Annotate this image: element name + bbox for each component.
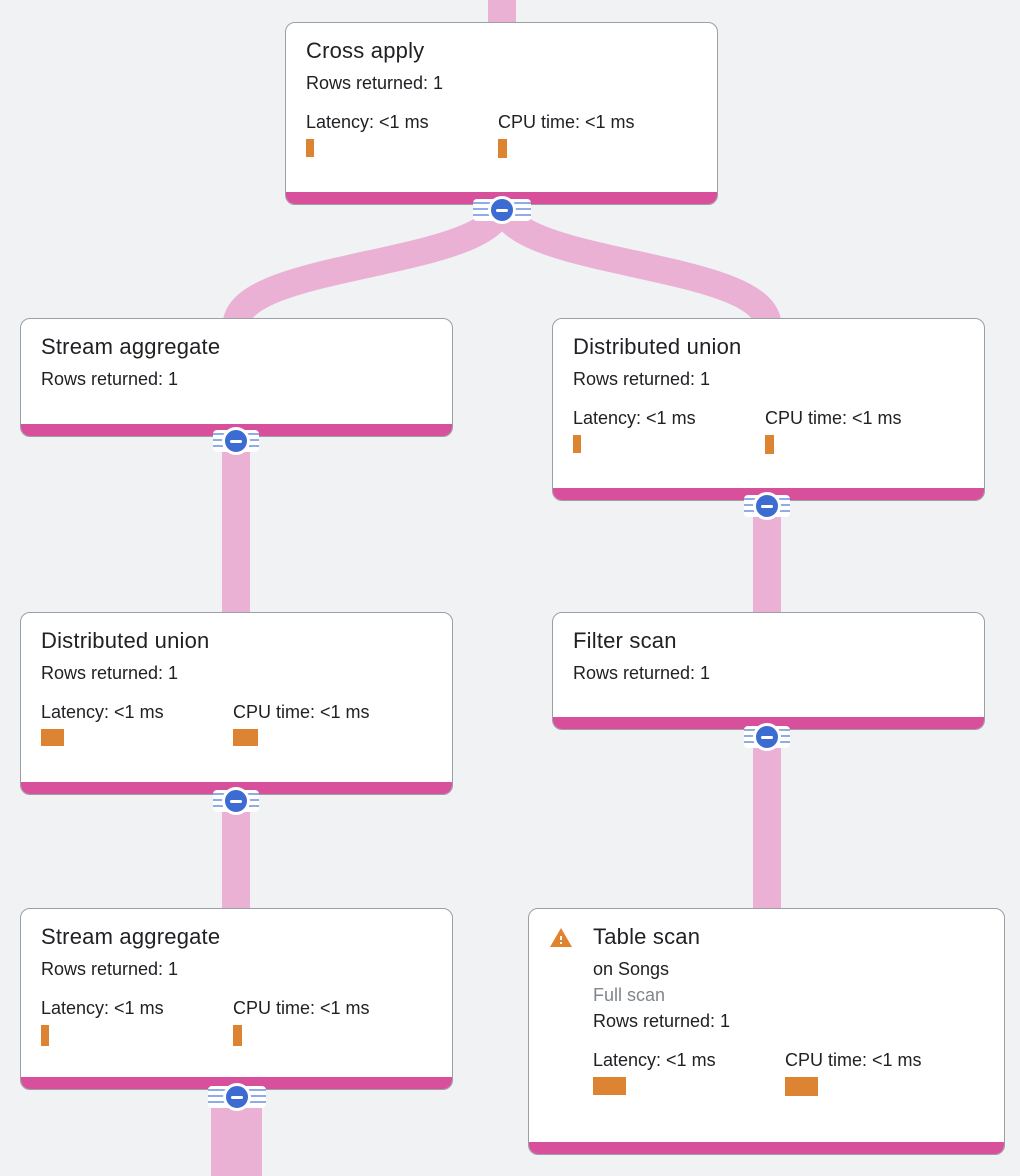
rows-returned-label: Rows returned: 1 xyxy=(593,1011,731,1031)
minus-icon xyxy=(223,1083,251,1111)
collapse-distributed-union-right-button[interactable] xyxy=(744,492,790,520)
rows-returned-label: Rows returned: 1 xyxy=(306,73,444,93)
node-title: Distributed union xyxy=(41,628,210,653)
edge-cross-apply-to-stream-agg xyxy=(222,199,516,329)
latency-label: Latency: <1 ms xyxy=(306,112,429,132)
latency-label: Latency: <1 ms xyxy=(593,1050,716,1070)
warning-icon xyxy=(550,928,572,947)
collapse-distributed-union-left-button[interactable] xyxy=(213,787,259,815)
cpu-time-bar xyxy=(498,139,507,158)
latency-bar xyxy=(306,139,314,157)
collapse-filter-scan-button[interactable] xyxy=(744,723,790,751)
collapse-stream-aggregate-top-button[interactable] xyxy=(213,427,259,455)
node-title: Distributed union xyxy=(573,334,742,359)
minus-icon xyxy=(222,787,250,815)
edge-stream-agg-to-dist-union xyxy=(222,435,250,615)
rows-returned-label: Rows returned: 1 xyxy=(41,369,179,389)
node-title: Cross apply xyxy=(306,38,425,63)
cpu-time-bar xyxy=(233,729,258,746)
latency-label: Latency: <1 ms xyxy=(41,702,164,722)
minus-icon xyxy=(222,427,250,455)
cpu-time-label: CPU time: <1 ms xyxy=(785,1050,922,1070)
edge-cross-apply-to-dist-union xyxy=(488,199,782,329)
plan-node-table-scan[interactable]: Table scan on Songs Full scan Rows retur… xyxy=(528,908,1005,1155)
cpu-time-bar xyxy=(233,1025,242,1046)
scan-type-label: Full scan xyxy=(593,985,666,1005)
latency-bar xyxy=(593,1077,626,1095)
minus-icon xyxy=(753,723,781,751)
latency-label: Latency: <1 ms xyxy=(573,408,696,428)
node-title: Filter scan xyxy=(573,628,677,653)
scan-target-label: on Songs xyxy=(593,959,670,979)
rows-returned-label: Rows returned: 1 xyxy=(573,369,711,389)
node-metrics: Latency: <1 ms CPU time: <1 ms xyxy=(593,1048,984,1096)
plan-node-stream-aggregate-bottom[interactable]: Stream aggregate Rows returned: 1 Latenc… xyxy=(20,908,453,1090)
node-title: Table scan xyxy=(593,924,701,949)
rows-returned-label: Rows returned: 1 xyxy=(573,663,711,683)
cpu-time-bar xyxy=(785,1077,818,1096)
plan-node-distributed-union-left[interactable]: Distributed union Rows returned: 1 Laten… xyxy=(20,612,453,795)
plan-node-filter-scan[interactable]: Filter scan Rows returned: 1 xyxy=(552,612,985,730)
node-title: Stream aggregate xyxy=(41,334,221,359)
rows-returned-label: Rows returned: 1 xyxy=(41,663,179,683)
cpu-time-label: CPU time: <1 ms xyxy=(498,112,635,132)
plan-node-distributed-union-right[interactable]: Distributed union Rows returned: 1 Laten… xyxy=(552,318,985,501)
latency-label: Latency: <1 ms xyxy=(41,998,164,1018)
collapse-stream-aggregate-bottom-button[interactable] xyxy=(208,1083,266,1111)
cpu-time-label: CPU time: <1 ms xyxy=(233,998,370,1018)
node-metrics: Latency: <1 ms CPU time: <1 ms xyxy=(573,406,964,454)
minus-icon xyxy=(488,196,516,224)
node-title: Stream aggregate xyxy=(41,924,221,949)
plan-node-cross-apply[interactable]: Cross apply Rows returned: 1 Latency: <1… xyxy=(285,22,718,205)
plan-node-stream-aggregate-top[interactable]: Stream aggregate Rows returned: 1 xyxy=(20,318,453,437)
edge-parent-to-cross-apply xyxy=(488,0,516,25)
node-metrics: Latency: <1 ms CPU time: <1 ms xyxy=(306,110,697,158)
node-accent-bar xyxy=(529,1142,1004,1154)
latency-bar xyxy=(41,1025,49,1046)
latency-bar xyxy=(573,435,581,453)
rows-returned-label: Rows returned: 1 xyxy=(41,959,179,979)
cpu-time-label: CPU time: <1 ms xyxy=(233,702,370,722)
edge-filter-scan-to-table-scan xyxy=(753,731,781,911)
minus-icon xyxy=(753,492,781,520)
latency-bar xyxy=(41,729,64,746)
cpu-time-label: CPU time: <1 ms xyxy=(765,408,902,428)
node-metrics: Latency: <1 ms CPU time: <1 ms xyxy=(41,700,432,746)
node-metrics: Latency: <1 ms CPU time: <1 ms xyxy=(41,996,432,1046)
cpu-time-bar xyxy=(765,435,774,454)
collapse-cross-apply-button[interactable] xyxy=(473,196,531,224)
